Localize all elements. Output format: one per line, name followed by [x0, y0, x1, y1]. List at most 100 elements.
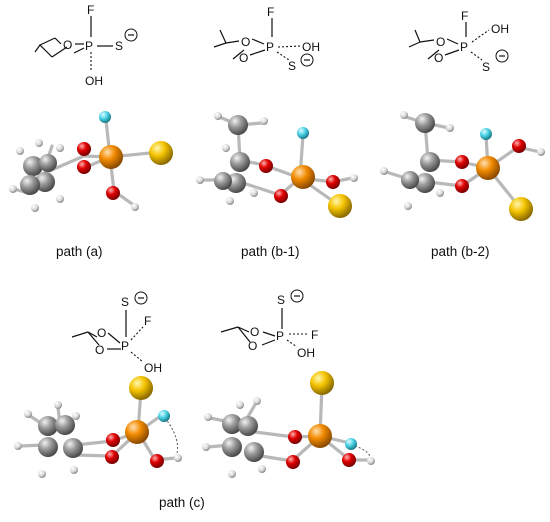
atom-h-ball — [380, 167, 388, 175]
atom-o-label: O — [239, 51, 248, 65]
atom-c-ball — [38, 437, 58, 457]
model-a — [9, 111, 173, 212]
path-b2-label: path (b-2) — [431, 244, 490, 259]
atom-oh-label: OH — [491, 22, 509, 36]
structure-c1: S F O O P OH — [71, 291, 162, 375]
atom-h-ball — [9, 185, 17, 193]
atom-c-ball — [420, 152, 440, 172]
atom-h-ball — [400, 111, 408, 119]
structure-a: F O P S OH — [34, 3, 138, 88]
atom-h-ball — [14, 442, 22, 450]
atom-h-ball — [367, 457, 375, 465]
atom-p-ball — [308, 424, 332, 448]
atom-f-label: F — [144, 314, 151, 328]
atom-o-ball — [455, 179, 469, 193]
atom-h-ball — [204, 413, 212, 421]
atom-p-ball — [125, 420, 149, 444]
atom-s-ball — [310, 371, 334, 395]
atom-p-ball — [99, 145, 123, 169]
atom-o-ball — [512, 139, 526, 153]
atom-s-label: S — [115, 39, 123, 53]
atom-h-ball — [38, 470, 46, 478]
atom-h-ball — [350, 174, 358, 182]
atom-s-label: S — [277, 293, 285, 307]
atom-h-ball — [56, 144, 64, 152]
atom-oh-label: OH — [302, 40, 320, 54]
negative-charge-icon — [134, 291, 148, 305]
atom-o-ball — [77, 142, 91, 156]
path-c-label: path (c) — [159, 495, 205, 510]
atom-f-ball — [99, 111, 111, 123]
atom-h-ball — [70, 466, 78, 474]
atom-c-ball — [244, 442, 264, 462]
atom-c-ball — [55, 415, 75, 435]
atom-s-ball — [149, 141, 173, 165]
atom-h-ball — [436, 189, 444, 197]
atom-h-ball — [54, 401, 62, 409]
atom-c-ball — [35, 172, 55, 192]
atom-o-ball — [455, 155, 469, 169]
atom-f-label: F — [267, 5, 274, 19]
model-b1 — [196, 112, 358, 218]
atom-f-ball — [158, 410, 170, 422]
atom-c-ball — [38, 416, 58, 436]
path-b1-label: path (b-1) — [241, 244, 300, 259]
atom-h-ball — [72, 412, 80, 420]
atom-c-ball — [238, 416, 258, 436]
atom-h-ball — [226, 197, 234, 205]
atom-f-label: F — [311, 328, 318, 342]
atom-s-ball — [509, 197, 533, 221]
atom-s-label: S — [121, 295, 129, 309]
atom-o-ball — [77, 160, 91, 174]
atom-h-ball — [236, 401, 244, 409]
atom-o-label: O — [97, 326, 106, 340]
atom-h-ball — [222, 144, 230, 152]
atom-p-ball — [291, 165, 315, 189]
structure-c2: S O O P F OH — [220, 289, 318, 360]
atom-f-ball — [480, 128, 492, 140]
atom-h-ball — [24, 410, 32, 418]
atom-oh-label: OH — [144, 361, 162, 375]
negative-charge-icon — [124, 28, 138, 42]
atom-h-ball — [16, 147, 24, 155]
atom-o-ball — [288, 430, 302, 444]
atom-h-ball — [131, 203, 139, 211]
atom-s-label: S — [482, 60, 490, 74]
model-b2 — [380, 111, 545, 221]
atom-c-ball — [415, 173, 435, 193]
atom-o-ball — [106, 186, 120, 200]
atom-f-ball — [297, 127, 309, 139]
atom-c-ball — [230, 152, 250, 172]
atom-f-ball — [345, 438, 357, 450]
atom-o-ball — [105, 450, 119, 464]
negative-charge-icon — [300, 53, 314, 67]
atom-f-label: F — [461, 9, 468, 23]
atom-o-ball — [106, 433, 120, 447]
atom-c-ball — [20, 175, 40, 195]
atom-h-ball — [228, 470, 236, 478]
atom-oh-label: OH — [297, 346, 315, 360]
atom-c-ball — [415, 113, 435, 133]
atom-p-label: P — [266, 40, 274, 54]
atom-h-ball — [174, 454, 182, 462]
atom-o-ball — [286, 455, 300, 469]
negative-charge-icon — [290, 289, 304, 303]
atom-f-label: F — [87, 3, 94, 17]
atom-p-ball — [476, 156, 500, 180]
model-c1 — [14, 376, 182, 478]
negative-charge-icon — [495, 49, 509, 63]
atom-p-label: P — [121, 339, 129, 353]
atom-s-label: S — [288, 59, 296, 73]
structure-b2: F OH O O P S — [408, 9, 509, 74]
atom-h-ball — [35, 139, 43, 147]
atom-o-label: O — [95, 343, 104, 357]
atom-h-ball — [404, 202, 412, 210]
atom-p-label: P — [460, 40, 468, 54]
atom-c-ball — [23, 156, 43, 176]
atom-o-label: O — [436, 35, 445, 49]
atom-h-ball — [253, 397, 261, 405]
atom-c-ball — [63, 438, 83, 458]
atom-o-label: O — [250, 325, 259, 339]
atom-h-ball — [31, 204, 39, 212]
